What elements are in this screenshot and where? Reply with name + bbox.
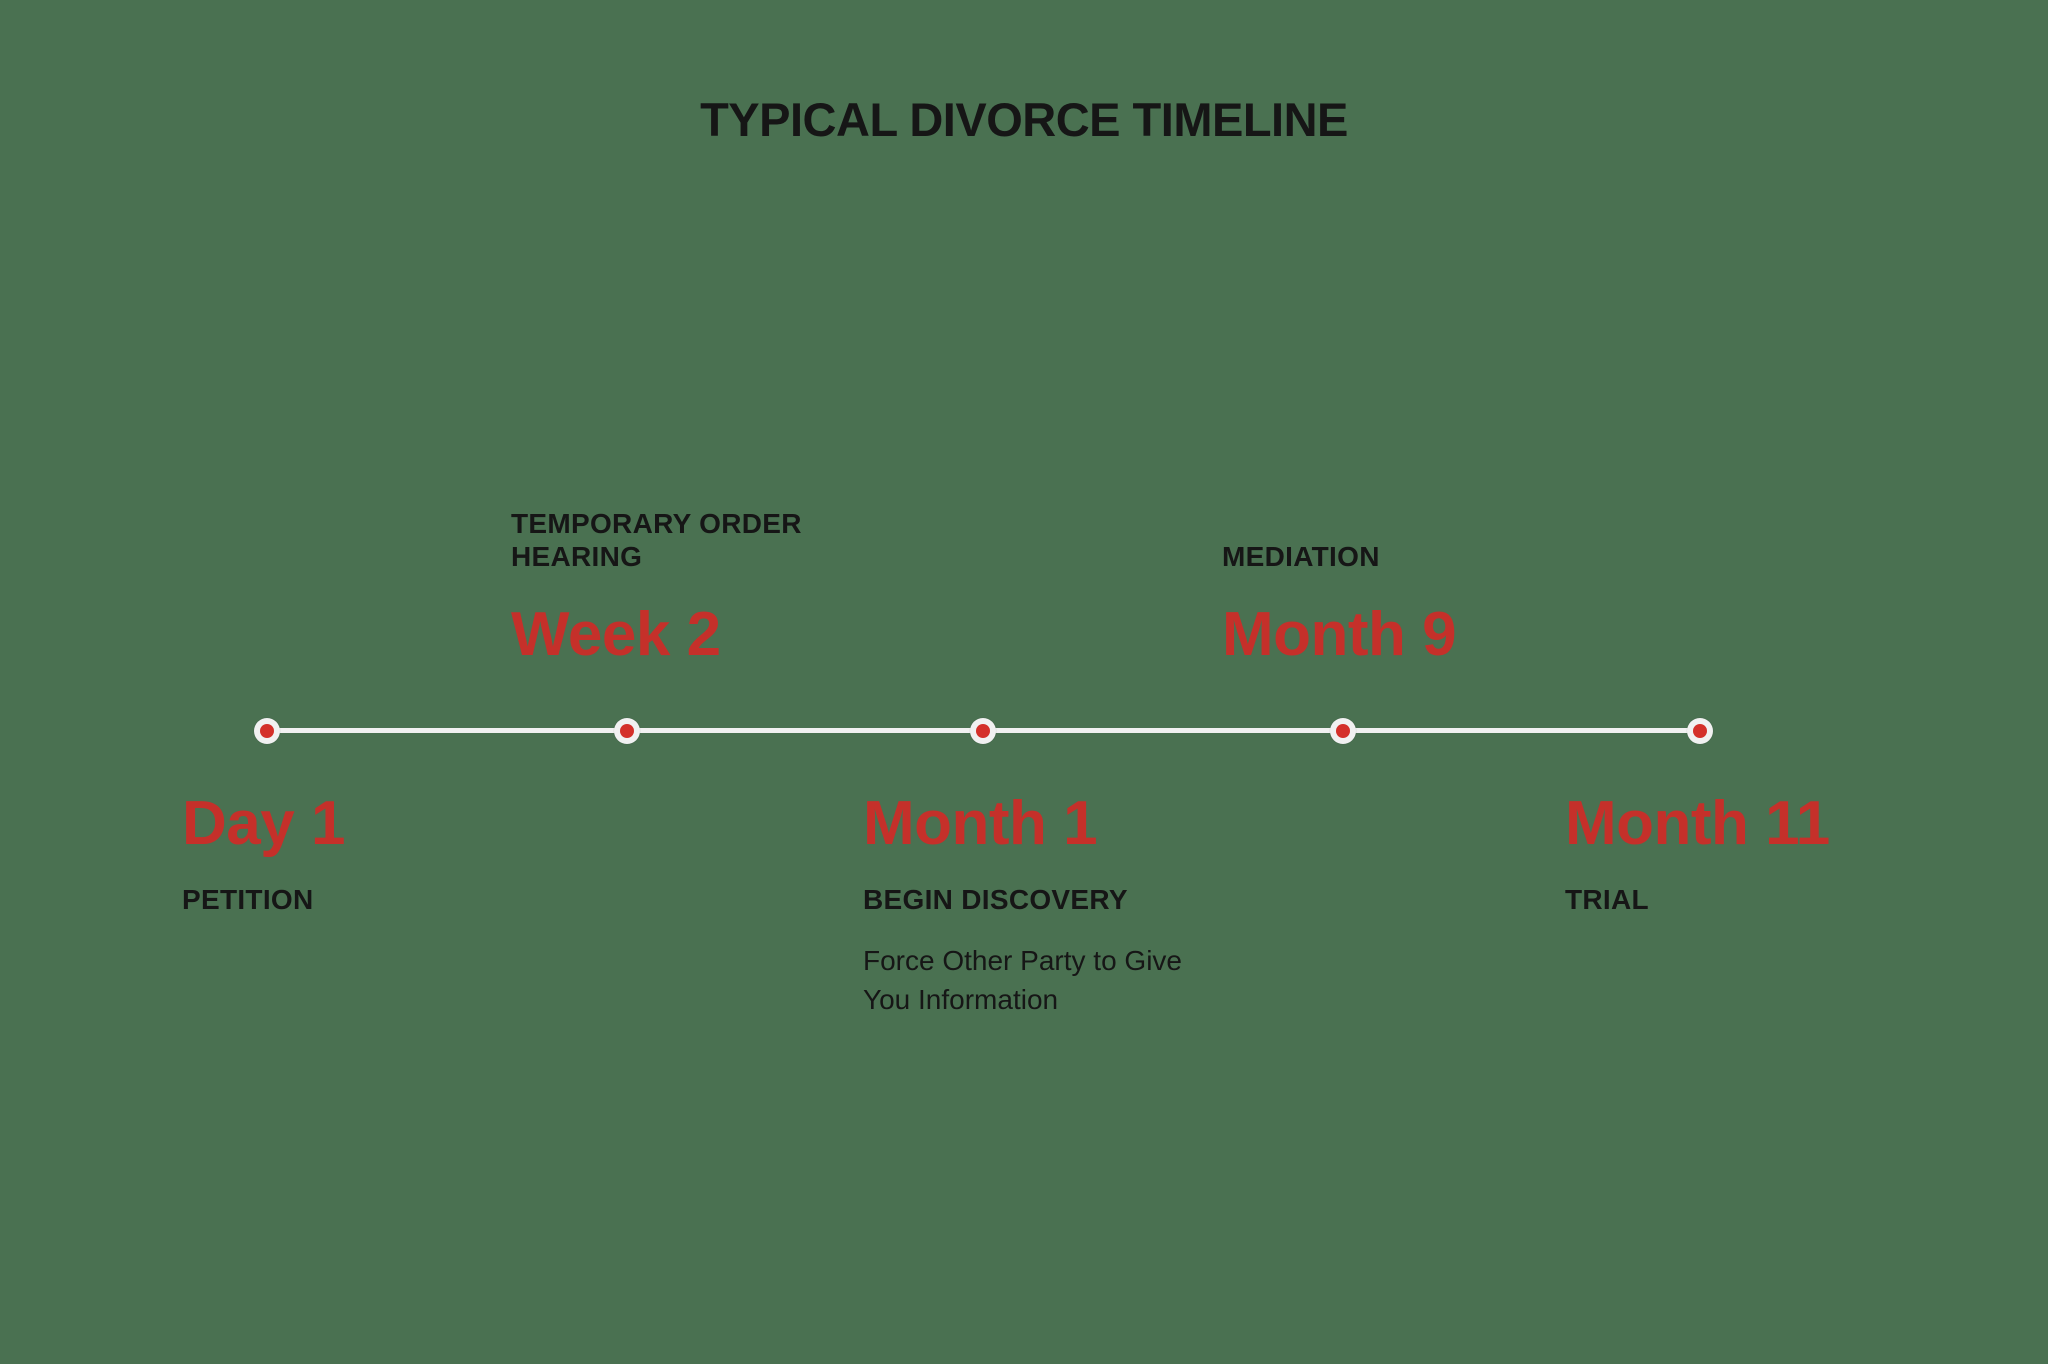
milestone-label: MEDIATION — [1222, 541, 1380, 573]
milestone-label: PETITION — [182, 884, 314, 915]
milestone-label: BEGIN DISCOVERY — [863, 884, 1128, 915]
milestone-time: Day 1 — [182, 789, 345, 858]
milestone-label: TEMPORARY ORDER HEARING — [511, 507, 802, 573]
timeline-node-day-1 — [254, 718, 280, 744]
milestone-time: Month 9 — [1222, 600, 1457, 669]
milestone-group-month-11: Month 11 TRIAL — [1565, 793, 1830, 917]
milestone-label: TRIAL — [1565, 884, 1649, 915]
timeline-node-dot — [620, 724, 634, 738]
milestone-time: Month 1 — [863, 789, 1098, 858]
timeline-node-month-11 — [1687, 718, 1713, 744]
milestone-group-month-1: Month 1 BEGIN DISCOVERY Force Other Part… — [863, 793, 1213, 1019]
timeline-node-month-1 — [970, 718, 996, 744]
timeline-node-week-2 — [614, 718, 640, 744]
milestone-time: Week 2 — [511, 600, 721, 669]
timeline-node-dot — [1336, 724, 1350, 738]
timeline-node-dot — [1693, 724, 1707, 738]
timeline-node-month-9 — [1330, 718, 1356, 744]
milestone-group-day-1: Day 1 PETITION — [182, 793, 345, 917]
timeline-node-dot — [260, 724, 274, 738]
milestone-description: Force Other Party to Give You Informatio… — [863, 944, 1182, 1015]
milestone-group-week-2: TEMPORARY ORDER HEARING Week 2 — [511, 507, 841, 666]
timeline-node-dot — [976, 724, 990, 738]
page-title: TYPICAL DIVORCE TIMELINE — [700, 93, 1348, 146]
milestone-time: Month 11 — [1565, 789, 1830, 858]
milestone-group-month-9: MEDIATION Month 9 — [1222, 540, 1457, 669]
